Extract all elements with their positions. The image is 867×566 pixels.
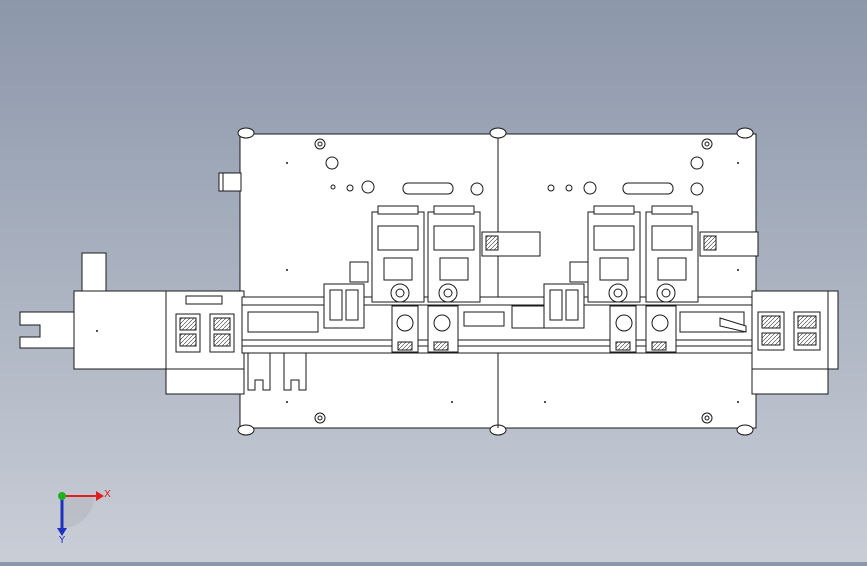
station-3	[587, 205, 641, 353]
corner-bumpers	[237, 127, 754, 436]
fastener-dots	[96, 162, 739, 403]
gripper-pins	[247, 352, 307, 391]
slot-right	[622, 182, 674, 195]
y-axis-label: Y	[58, 535, 66, 546]
slot-left	[402, 182, 454, 195]
shaft-stub	[218, 172, 242, 192]
station-4	[645, 205, 699, 353]
right-sockets	[757, 311, 821, 351]
origin-marker	[58, 492, 66, 500]
x-axis-arrow	[96, 491, 104, 501]
actuators	[323, 261, 589, 329]
left-fork	[19, 311, 75, 349]
right-arm	[827, 290, 839, 370]
left-arm	[73, 290, 167, 370]
axis-triad: X Y	[57, 489, 111, 546]
x-axis-label: X	[104, 489, 111, 500]
y-axis-arrow	[57, 528, 67, 536]
station-2	[427, 205, 481, 353]
station-1	[371, 205, 425, 353]
left-bracket	[81, 252, 107, 294]
left-switches	[175, 313, 235, 353]
mounting-holes	[314, 138, 713, 424]
